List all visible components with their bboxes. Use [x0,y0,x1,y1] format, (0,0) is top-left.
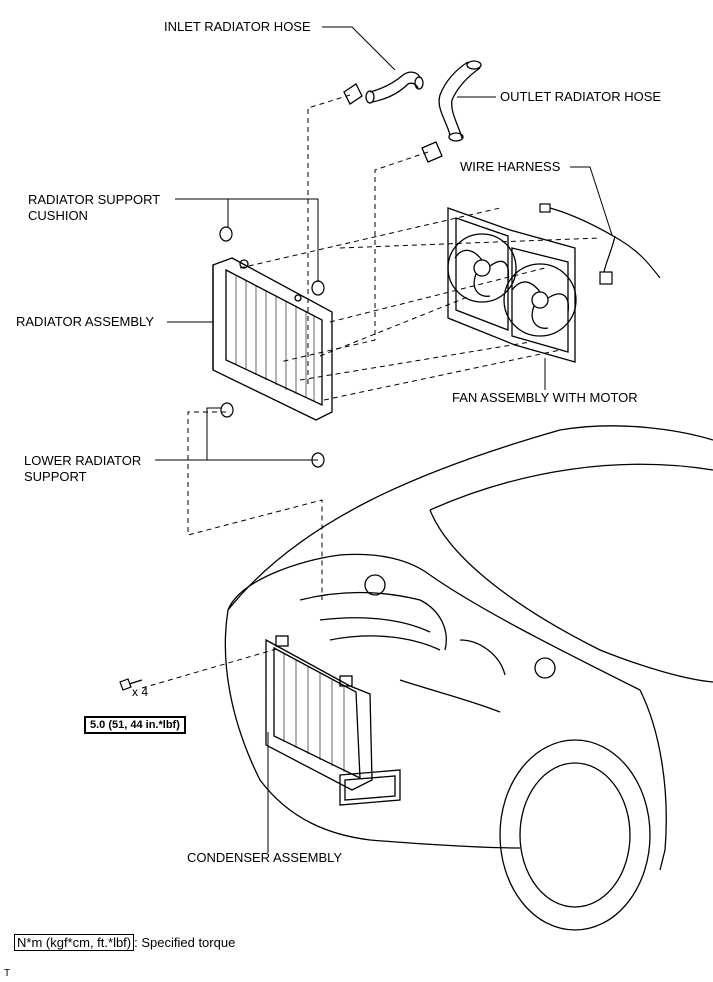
outlet-radiator-hose [421,60,482,163]
bolt-quantity: x 4 [132,685,149,699]
lower-radiator-support-label: LOWER RADIATOR SUPPORT [24,453,142,484]
inlet-radiator-hose-label: INLET RADIATOR HOSE [164,19,311,34]
legend-text: : Specified torque [134,935,236,950]
dashed-assembly-lines [141,94,601,689]
wire-harness-label: WIRE HARNESS [460,159,561,174]
leader-lines [155,26,613,853]
fan-assembly-label: FAN ASSEMBLY WITH MOTOR [452,390,638,405]
condenser-assembly-label: CONDENSER ASSEMBLY [187,850,343,865]
torque-legend: N*m (kgf*cm, ft.*lbf): Specified torque [14,934,236,951]
radiator-assembly-label: RADIATOR ASSEMBLY [16,314,154,329]
torque-spec-box: 5.0 (51, 44 in.*lbf) [84,716,186,734]
vehicle-front-outline [224,425,713,931]
inlet-radiator-hose [343,71,424,105]
radiator-support-cushion-label: RADIATOR SUPPORT CUSHION [28,192,161,223]
condenser-assembly [265,635,373,791]
wire-harness [539,203,661,285]
corner-mark: T [4,968,11,979]
bolt-icon [119,678,143,691]
radiator-assembly [212,257,333,421]
support-cushions [219,226,325,468]
outlet-radiator-hose-label: OUTLET RADIATOR HOSE [500,89,662,104]
legend-unit-box: N*m (kgf*cm, ft.*lbf) [14,934,135,951]
fan-assembly-with-motor [447,207,577,363]
